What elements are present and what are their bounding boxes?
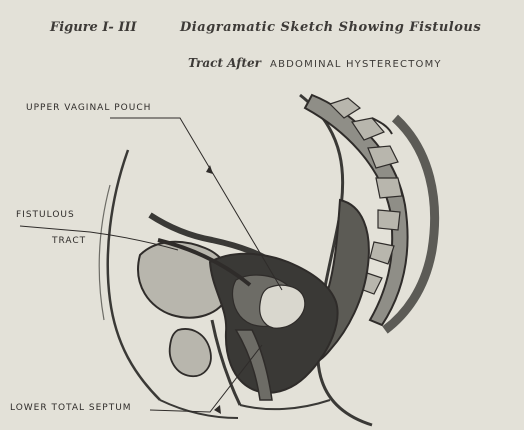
arrowhead-lower — [214, 405, 221, 414]
arrowhead-upper — [206, 165, 213, 174]
pubic-bone — [170, 329, 211, 376]
